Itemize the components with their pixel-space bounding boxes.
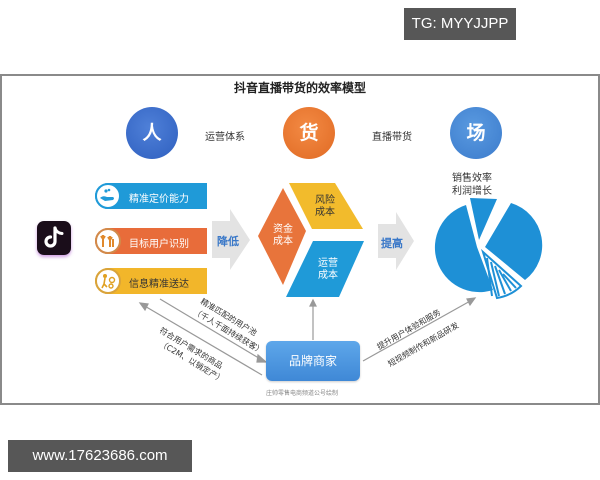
hand-coins-icon — [95, 183, 121, 209]
capital-cost-label: 资金 成本 — [273, 224, 293, 248]
risk-cost-shape — [289, 183, 363, 229]
reduce-label: 降低 — [217, 235, 239, 248]
label-operations-system: 运营体系 — [205, 132, 245, 143]
operating-cost-label: 运营 成本 — [318, 258, 338, 282]
label-live-commerce: 直播带货 — [372, 132, 412, 143]
risk-cost-label: 风险 成本 — [315, 195, 335, 219]
person-gears-icon — [95, 268, 121, 294]
reduce-arrow-icon — [212, 209, 250, 270]
people-icon — [95, 228, 121, 254]
label-venue-result: 销售效率 利润增长 — [452, 172, 492, 198]
increase-arrow-icon — [378, 212, 414, 270]
watermark-bottom: www.17623686.com — [8, 440, 192, 472]
diagram-credit: 庄帅零售电商频道公号绘制 — [266, 390, 339, 397]
risk-cost-line2: 成本 — [315, 207, 335, 218]
capability-pricing: 精准定价能力 — [95, 183, 207, 209]
pillar-people: 人 — [126, 107, 178, 159]
capital-cost-line1: 资金 — [273, 224, 293, 235]
pie-chart-icon — [434, 198, 543, 300]
label-profit-growth: 利润增长 — [452, 186, 492, 197]
tiktok-logo-icon — [37, 221, 71, 255]
risk-cost-line1: 风险 — [315, 195, 335, 206]
capital-cost-line2: 成本 — [273, 236, 293, 247]
brand-merchant-box: 品牌商家 — [266, 341, 360, 381]
pillar-venue: 场 — [450, 107, 502, 159]
operating-cost-shape — [286, 241, 364, 297]
watermark-top: TG: MYYJJPP — [404, 8, 516, 40]
capital-cost-shape — [258, 188, 306, 285]
diagram-title: 抖音直播带货的效率模型 — [233, 81, 366, 95]
label-sales-efficiency: 销售效率 — [452, 173, 492, 184]
capability-label: 精准定价能力 — [129, 194, 189, 205]
increase-label: 提高 — [381, 237, 403, 250]
operating-cost-line1: 运营 — [318, 258, 338, 269]
operating-cost-line2: 成本 — [318, 270, 338, 281]
capability-targeting: 目标用户识别 — [95, 228, 207, 254]
capability-delivery: 信息精准送达 — [95, 268, 207, 294]
capability-label: 目标用户识别 — [129, 239, 189, 250]
pillar-goods: 货 — [283, 107, 335, 159]
capability-label: 信息精准送达 — [129, 279, 189, 290]
